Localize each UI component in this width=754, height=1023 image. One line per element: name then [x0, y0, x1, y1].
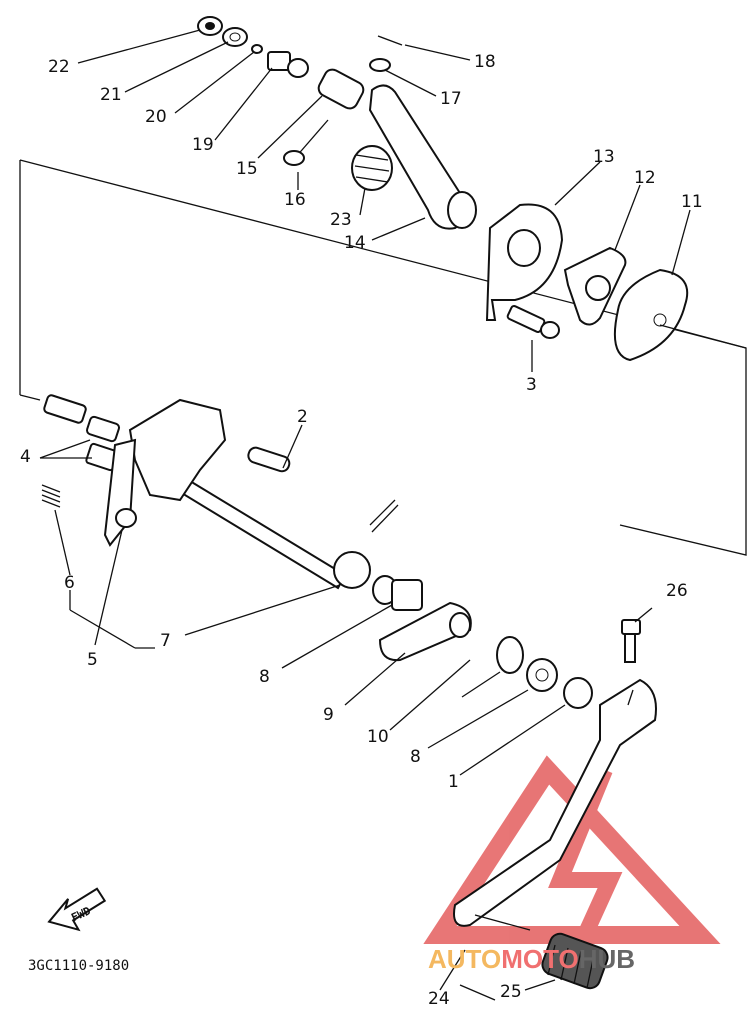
collar-8 — [372, 575, 423, 611]
callout-8: 8 — [259, 667, 270, 687]
callout-6: 6 — [64, 573, 75, 593]
bolt-3 — [506, 305, 560, 339]
watermark-moto: MOTO — [501, 944, 579, 974]
shift-fork-assembly-4 — [43, 394, 227, 502]
washer-21 — [222, 27, 248, 47]
callout-2: 2 — [297, 407, 308, 427]
rubber-25 — [541, 932, 609, 990]
clip-17 — [369, 58, 391, 72]
callout-23: 23 — [330, 210, 352, 230]
callout-5: 5 — [87, 650, 98, 670]
callout-24: 24 — [428, 989, 450, 1009]
joint-15 — [317, 68, 365, 110]
callout-17: 17 — [440, 89, 462, 109]
washer-8 — [526, 658, 558, 692]
callout-20: 20 — [145, 107, 167, 127]
oil-seal-1 — [563, 677, 593, 709]
panel-outline-edge — [19, 394, 41, 401]
cover-13 — [485, 203, 564, 321]
pin-2 — [247, 446, 291, 473]
callout-26: 26 — [666, 581, 688, 601]
oring-20 — [251, 44, 263, 54]
shift-pedal-24 — [453, 678, 657, 931]
plate-12 — [563, 246, 627, 326]
spring-6 — [41, 484, 61, 508]
watermark-hub: HUB — [579, 944, 635, 974]
pin-16 — [283, 119, 329, 166]
lever-5 — [103, 438, 137, 547]
panel-outline — [19, 159, 747, 556]
stopper-lever-9 — [378, 601, 472, 662]
callout-15: 15 — [236, 159, 258, 179]
spring-clip-7 — [333, 499, 399, 589]
callout-14: 14 — [344, 233, 366, 253]
callout-19: 19 — [192, 135, 214, 155]
watermark-auto: AUTO — [428, 944, 501, 974]
watermark-text: AUTOMOTOHUB — [428, 944, 635, 974]
bolt-19 — [267, 51, 309, 78]
callout-7: 7 — [160, 631, 171, 651]
callout-22: 22 — [48, 57, 70, 77]
watermark-logo — [423, 755, 721, 944]
bolt-26 — [621, 619, 641, 663]
callout-8b: 8 — [410, 747, 421, 767]
callout-1: 1 — [448, 772, 459, 792]
callout-25: 25 — [500, 982, 522, 1002]
leader-lines — [39, 29, 747, 1001]
spring-23 — [351, 145, 393, 191]
cover-11 — [614, 268, 689, 362]
nut-22 — [197, 16, 223, 36]
callout-9: 9 — [323, 705, 334, 725]
fwd-arrow-icon — [47, 887, 107, 932]
shift-shaft-7 — [178, 476, 347, 590]
callout-4: 4 — [20, 447, 31, 467]
drawing-code: 3GC1110-9180 — [28, 958, 129, 974]
callout-21: 21 — [100, 85, 122, 105]
callout-18: 18 — [474, 52, 496, 72]
callout-10: 10 — [367, 727, 389, 747]
spring-10 — [461, 636, 524, 698]
callout-13: 13 — [593, 147, 615, 167]
callout-3: 3 — [526, 375, 537, 395]
callout-16: 16 — [284, 190, 306, 210]
callout-11: 11 — [681, 192, 703, 212]
arm-14 — [368, 84, 477, 230]
callout-12: 12 — [634, 168, 656, 188]
pin-18 — [377, 35, 403, 46]
